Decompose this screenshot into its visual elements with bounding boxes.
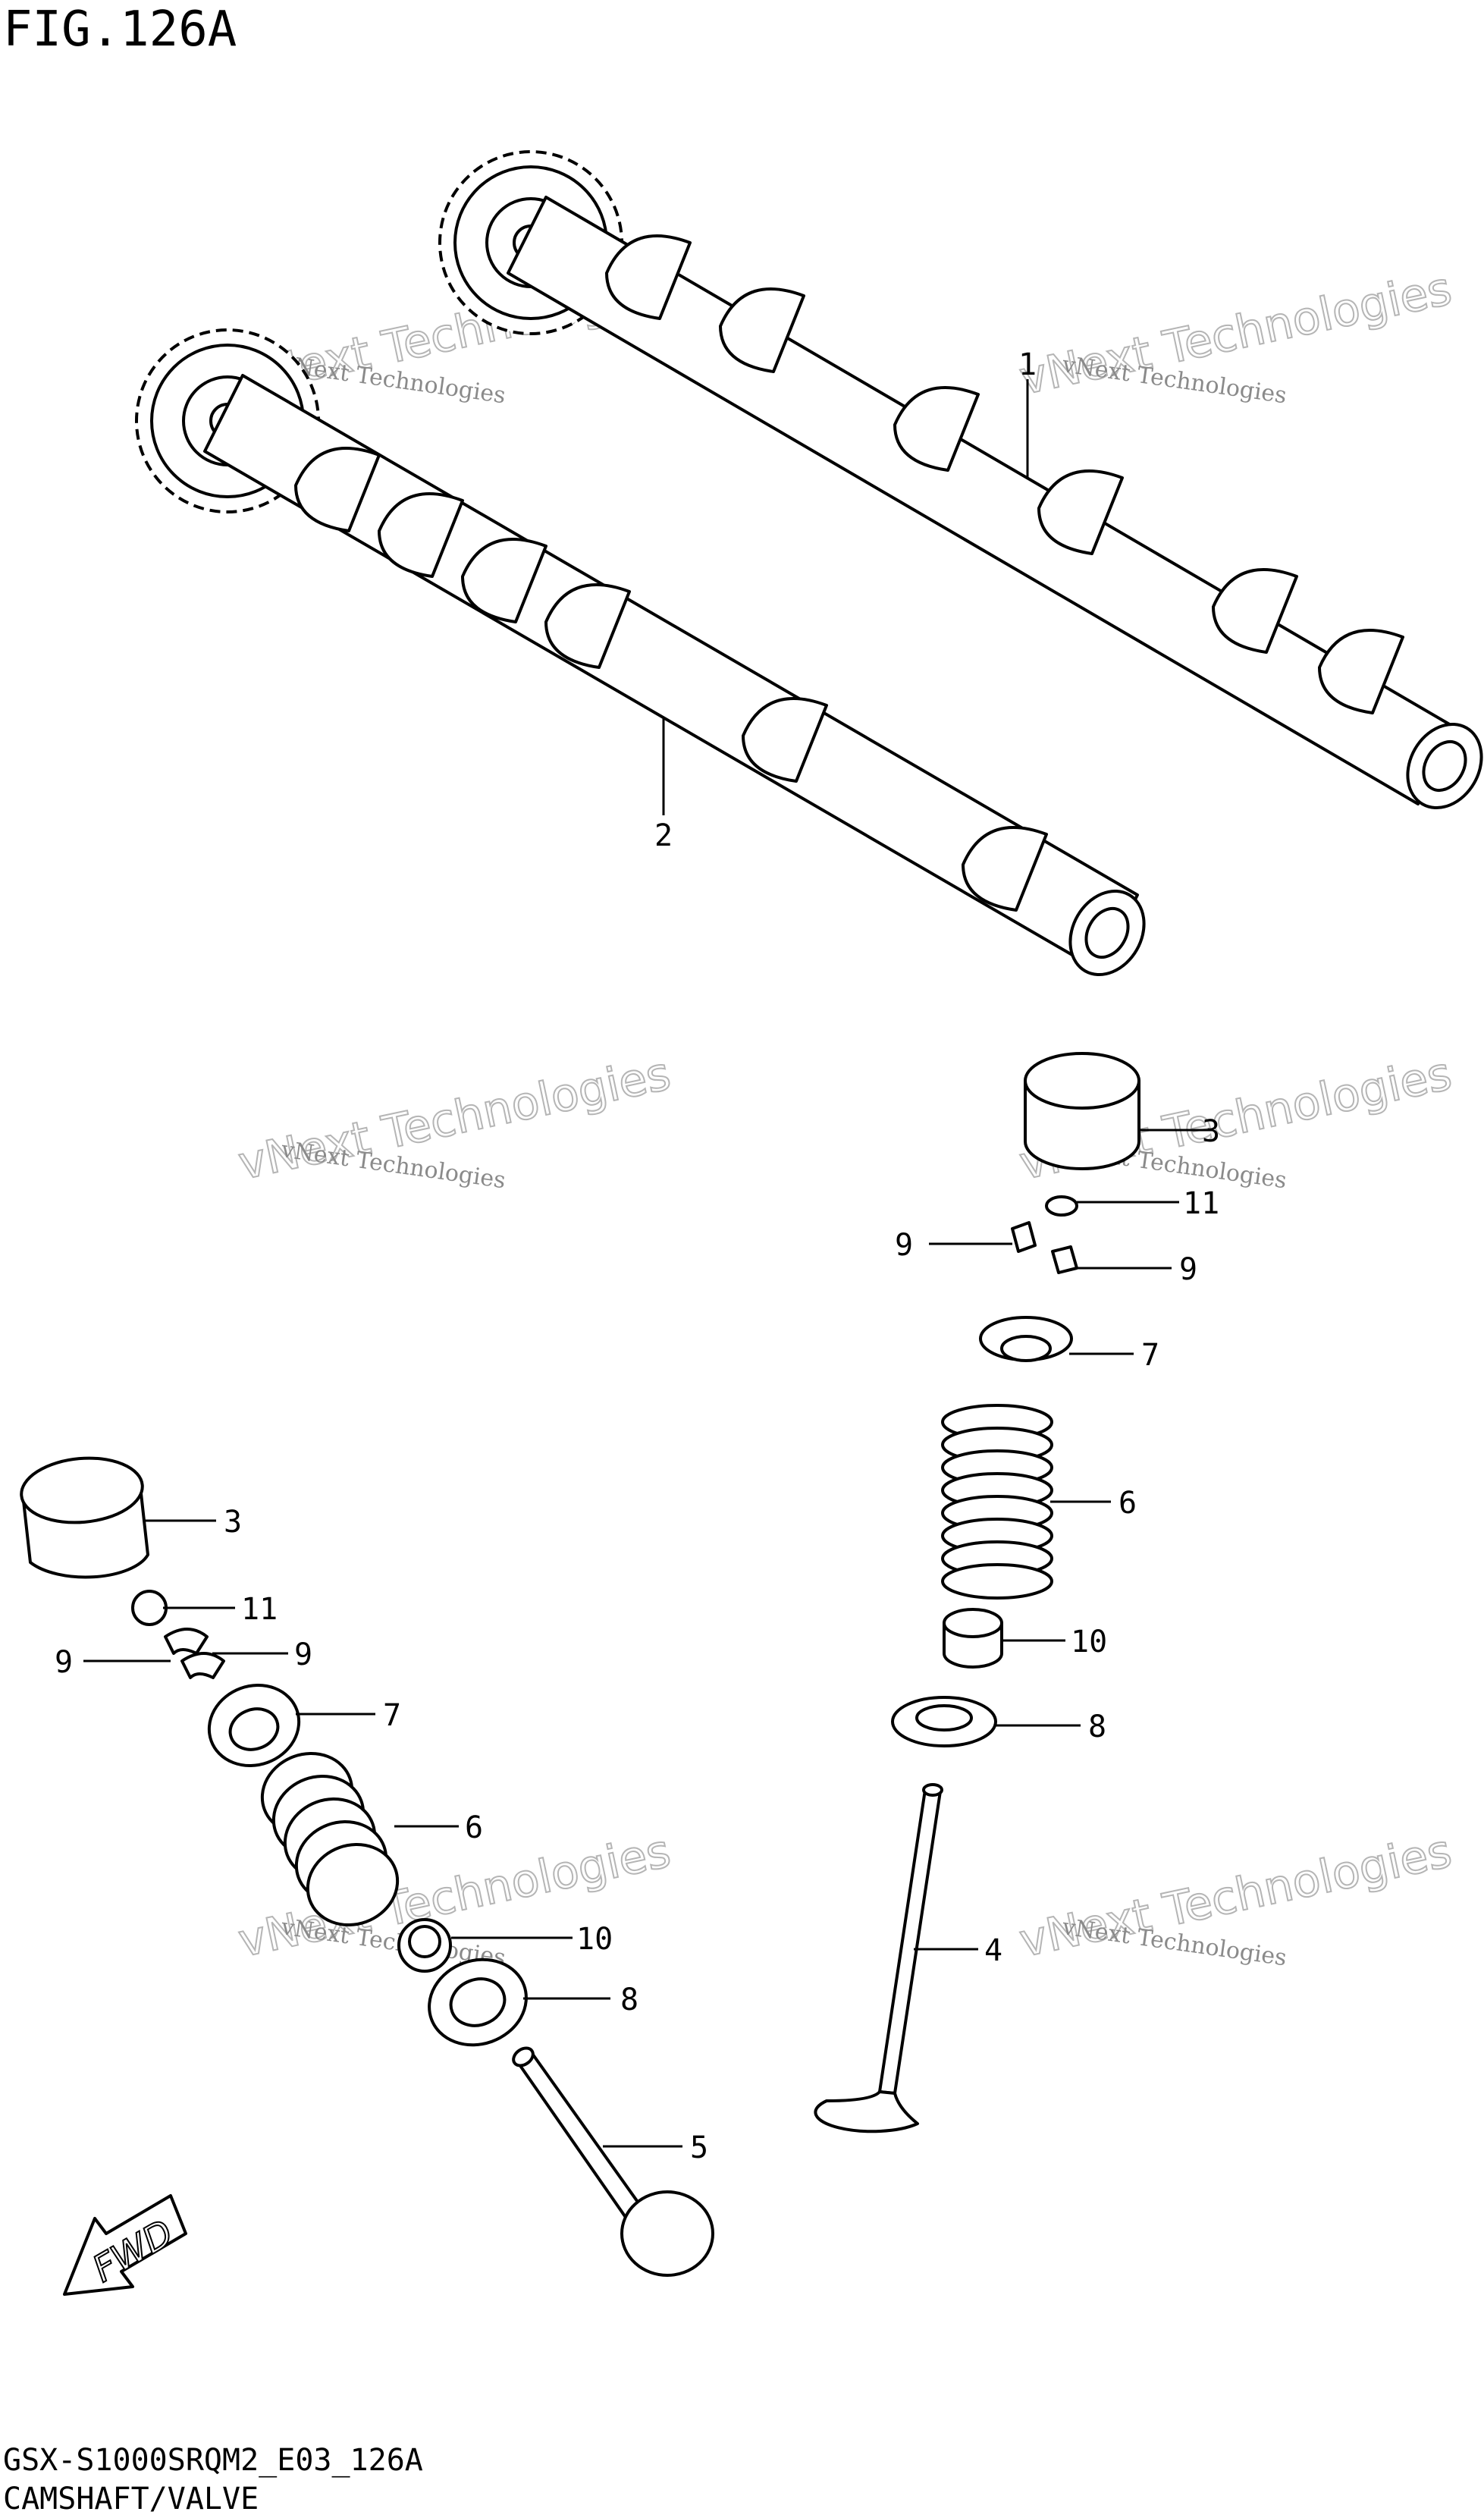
stem-seal-right <box>943 1608 1003 1669</box>
callout-11-left: 11 <box>241 1592 278 1627</box>
camshaft-exhaust <box>135 328 1146 977</box>
valve-exhaust-left <box>512 2046 714 2277</box>
callout-8-left: 8 <box>620 1983 638 2017</box>
callout-9-left-left: 9 <box>55 1645 73 1680</box>
valve-train-right <box>814 1052 1140 2133</box>
camshaft-intake <box>438 150 1483 810</box>
stem-seal-left <box>397 1918 452 1973</box>
callout-1: 1 <box>1018 347 1037 382</box>
callouts: 1 2 3 11 9 9 7 6 10 8 4 3 11 9 9 7 6 10 … <box>55 347 1220 2165</box>
fwd-arrow: FWD <box>63 2194 187 2296</box>
spring-seat-left <box>428 1958 528 2047</box>
shim-right <box>1045 1195 1078 1217</box>
callout-7-right: 7 <box>1141 1338 1159 1373</box>
retainer-left <box>207 1684 301 1767</box>
diagram-code: GSX-S1000SRQM2_E03_126A <box>3 2443 423 2478</box>
callout-10-right: 10 <box>1071 1625 1107 1659</box>
spring-right <box>941 1404 1053 1600</box>
diagram-subtitle: CAMSHAFT/VALVE <box>3 2482 259 2516</box>
callout-3-right: 3 <box>1202 1114 1220 1149</box>
cotter-left-a <box>164 1628 209 1655</box>
callout-3-left: 3 <box>224 1505 242 1540</box>
leader-lines <box>83 379 1213 2148</box>
spring-left <box>260 1752 400 1926</box>
cotter-left-b <box>180 1652 225 1679</box>
callout-6-right: 6 <box>1118 1486 1137 1521</box>
cotter-right-a <box>1011 1221 1037 1253</box>
tappet-right <box>1024 1052 1140 1170</box>
callout-9-left-right: 9 <box>294 1637 312 1672</box>
valve-intake-right <box>814 1783 943 2133</box>
callout-2: 2 <box>654 818 673 853</box>
callout-5: 5 <box>690 2130 708 2165</box>
cam-lobes <box>294 447 1048 912</box>
callout-9-right-right: 9 <box>1179 1252 1197 1287</box>
spring-seat-right <box>891 1696 997 1747</box>
callout-10-left: 10 <box>576 1922 613 1957</box>
shim-left <box>131 1590 168 1626</box>
callout-4: 4 <box>984 1933 1002 1968</box>
callout-6-left: 6 <box>465 1810 483 1845</box>
valve-train-left <box>20 1456 714 2277</box>
figure-title: FIG.126A <box>3 2 237 58</box>
callout-11-right: 11 <box>1183 1186 1219 1221</box>
callout-9-right-left: 9 <box>895 1228 913 1263</box>
cotter-right-b <box>1051 1245 1078 1274</box>
callout-7-left: 7 <box>383 1698 401 1733</box>
tappet-left <box>20 1456 149 1579</box>
cam-lobes <box>605 234 1404 714</box>
retainer-right <box>979 1316 1073 1362</box>
callout-8-right: 8 <box>1088 1710 1106 1744</box>
